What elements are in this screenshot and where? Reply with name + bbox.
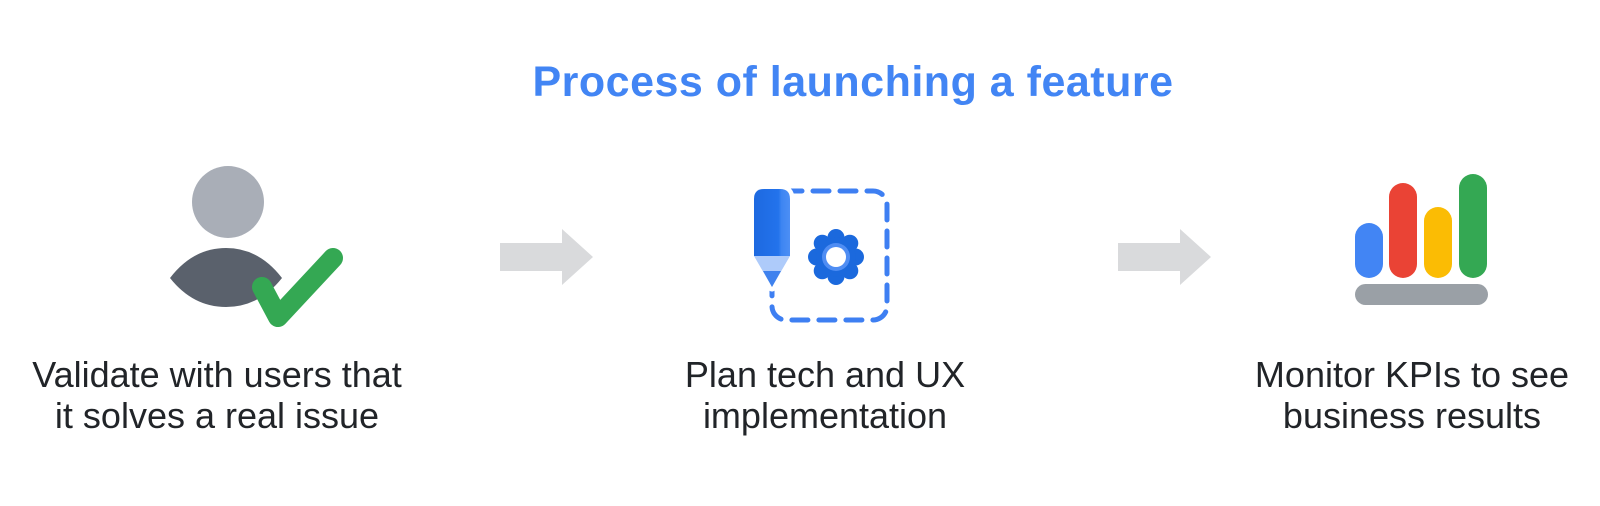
person-head xyxy=(192,166,264,238)
bar-red xyxy=(1389,183,1417,278)
step-label-line: implementation xyxy=(702,395,948,436)
step-label-monitor: Monitor KPIs to see business results xyxy=(1255,354,1569,436)
person-check-icon xyxy=(170,166,343,327)
bar-chart-icon xyxy=(1355,174,1488,305)
pencil-icon xyxy=(754,189,790,256)
pencil-gear-icon xyxy=(749,185,890,323)
step-label-line: Monitor KPIs to see xyxy=(1254,354,1570,395)
pencil-tip xyxy=(763,271,781,287)
step-label-line: Validate with users that xyxy=(32,354,402,395)
bar-green xyxy=(1459,174,1487,278)
checkmark-icon xyxy=(252,248,343,327)
page-title: Process of launching a feature xyxy=(532,58,1174,106)
bar-blue xyxy=(1355,223,1383,278)
step-label-line: Plan tech and UX xyxy=(684,354,966,395)
right-arrow-icon xyxy=(1118,229,1211,285)
step-label-plan: Plan tech and UX implementation xyxy=(685,354,965,436)
step-label-line: business results xyxy=(1282,395,1542,436)
right-arrow-icon xyxy=(500,229,593,285)
step-label-line: it solves a real issue xyxy=(54,395,380,436)
bar-yellow xyxy=(1424,207,1452,278)
gear-icon xyxy=(808,229,864,285)
step-label-validate: Validate with users that it solves a rea… xyxy=(32,354,402,436)
chart-base xyxy=(1355,284,1488,305)
